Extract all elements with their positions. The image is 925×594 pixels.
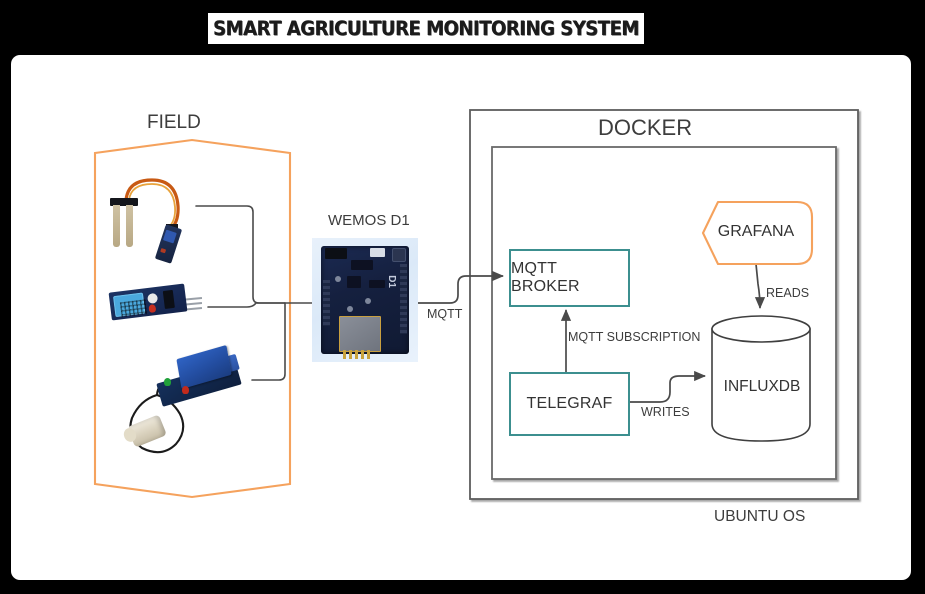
dht-capacitor bbox=[147, 292, 159, 304]
soil-probe-header bbox=[110, 198, 138, 206]
soil-moisture-sensor bbox=[108, 176, 204, 276]
dht-pcb bbox=[108, 283, 188, 321]
wemos-component-dot-3 bbox=[347, 306, 353, 312]
wemos-d1-board: D1 bbox=[312, 238, 418, 362]
edge-label-reads: READS bbox=[766, 286, 810, 300]
wemos-pcb: D1 bbox=[321, 246, 409, 359]
edge-label-mqtt: MQTT bbox=[427, 307, 463, 321]
node-grafana-label: GRAFANA bbox=[717, 223, 795, 240]
title-banner: SMART AGRICULTURE MONITORING SYSTEM bbox=[208, 13, 644, 44]
wemos-reset-button bbox=[392, 248, 406, 262]
wemos-component-dot-1 bbox=[335, 276, 341, 282]
relay-module bbox=[156, 344, 258, 407]
node-mqtt-broker[interactable]: MQTT BROKER bbox=[509, 249, 630, 307]
docker-label: DOCKER bbox=[598, 115, 693, 140]
soil-probe-prong-right bbox=[126, 205, 133, 247]
wemos-chip-3 bbox=[369, 280, 385, 288]
page-title: SMART AGRICULTURE MONITORING SYSTEM bbox=[213, 17, 639, 40]
relay-green-led bbox=[164, 378, 171, 386]
ubuntu-os-label: UBUNTU OS bbox=[714, 508, 806, 525]
wemos-esp8266-module bbox=[339, 316, 381, 352]
edge-label-writes: WRITES bbox=[641, 405, 690, 419]
dht-sensor-housing bbox=[113, 292, 148, 318]
wemos-micro-usb bbox=[370, 248, 385, 257]
soil-potentiometer bbox=[162, 229, 177, 244]
dht11-sensor bbox=[108, 282, 208, 324]
wemos-label: WEMOS D1 bbox=[328, 212, 410, 229]
wemos-chip-2 bbox=[347, 276, 361, 288]
dht-led bbox=[148, 304, 157, 313]
soil-probe-prong-left bbox=[113, 205, 120, 247]
wemos-component-dot-2 bbox=[365, 298, 371, 304]
node-mqtt-broker-label: MQTT BROKER bbox=[511, 260, 580, 295]
node-influxdb-label: INFLUXDB bbox=[723, 378, 801, 395]
wemos-header-right bbox=[400, 264, 407, 334]
wemos-usb-connector bbox=[325, 248, 347, 259]
wemos-silkscreen-d1: D1 bbox=[386, 275, 397, 288]
water-pump-motor bbox=[112, 402, 192, 468]
soil-led bbox=[160, 248, 167, 254]
soil-sensor-wire bbox=[122, 178, 180, 234]
dht-ic bbox=[162, 289, 175, 309]
node-telegraf[interactable]: TELEGRAF bbox=[509, 372, 630, 436]
edge-label-mqtt-subscription: MQTT SUBSCRIPTION bbox=[568, 330, 701, 344]
wemos-antenna-trace bbox=[343, 350, 373, 359]
dht-sensor-grid bbox=[119, 299, 148, 318]
relay-red-led bbox=[182, 386, 189, 394]
node-telegraf-label: TELEGRAF bbox=[526, 395, 613, 412]
wemos-chip-1 bbox=[351, 260, 373, 270]
field-label: FIELD bbox=[147, 112, 201, 133]
wemos-header-left bbox=[323, 280, 330, 326]
